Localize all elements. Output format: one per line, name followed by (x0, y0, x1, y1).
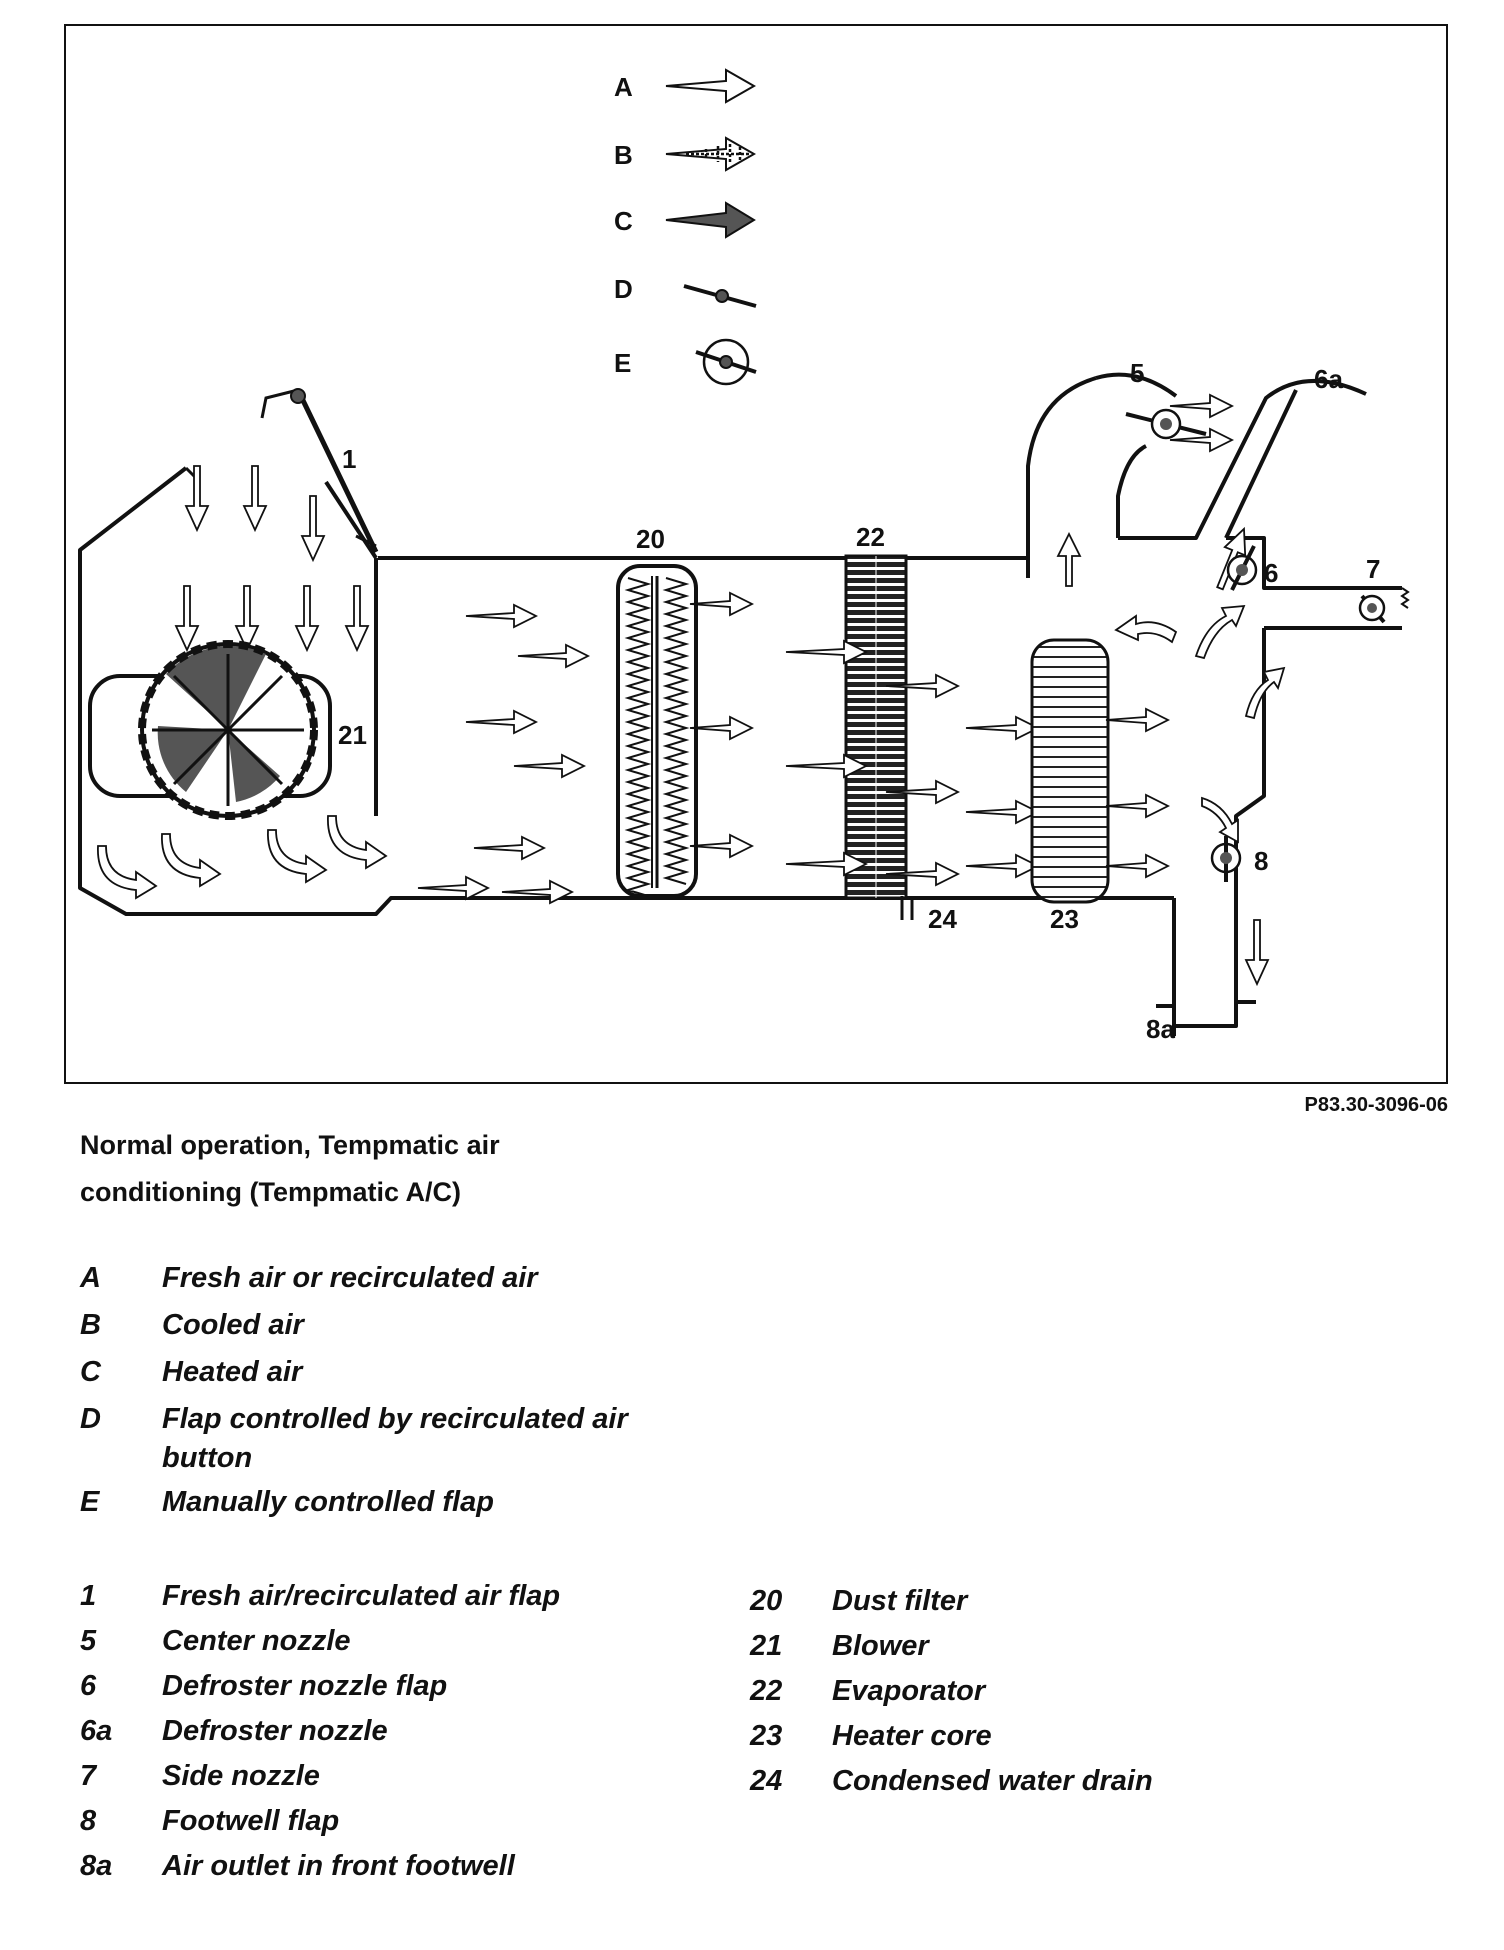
legend-item-key: B (80, 1309, 101, 1341)
legend-numbers-left: 1 Fresh air/recirculated air flap 5 Center … (80, 1574, 640, 1889)
legend-item: E Manually controlled flap (80, 1480, 720, 1525)
legend-item-key: 23 (750, 1720, 783, 1752)
legend-key-C: C (614, 206, 633, 236)
center-nozzle-5 (1125, 393, 1235, 453)
legend-item-key: 21 (750, 1630, 783, 1662)
label-20: 20 (636, 524, 665, 554)
label-5: 5 (1130, 358, 1144, 388)
legend-item: 22 Evaporator (750, 1669, 1390, 1714)
label-8: 8 (1254, 846, 1268, 876)
legend-item-key: 8 (80, 1805, 97, 1837)
legend-item: 8a Air outlet in front footwell (80, 1844, 640, 1889)
legend-item-key: 5 (80, 1625, 97, 1657)
legend-item: 8 Footwell flap (80, 1799, 640, 1844)
heated-air-arrows (1056, 526, 1286, 987)
cooled-air-arrows (785, 639, 1041, 887)
figure-code: P83.30-3096-06 (1304, 1094, 1448, 1116)
legend-item-text: Air outlet in front footwell (162, 1850, 515, 1882)
legend-item-text: Dust filter (832, 1585, 968, 1617)
legend-item: 1 Fresh air/recirculated air flap (80, 1574, 640, 1619)
legend-item: 24 Condensed water drain (750, 1759, 1390, 1804)
legend-item-text: Cooled air (162, 1309, 304, 1341)
flap-1 (260, 388, 379, 554)
label-22: 22 (856, 522, 885, 552)
legend-item-key: 6 (80, 1670, 97, 1702)
legend-key-B: B (614, 140, 633, 170)
legend-symbol-C (665, 201, 756, 239)
legend-item: 7 Side nozzle (80, 1754, 640, 1799)
legend-item: A Fresh air or recirculated air (80, 1256, 720, 1301)
blower-21 (88, 640, 332, 820)
channel-arrows (417, 603, 591, 905)
label-6a: 6a (1314, 364, 1343, 394)
label-23: 23 (1050, 904, 1079, 934)
dust-filter-20 (616, 564, 698, 898)
label-21: 21 (338, 720, 367, 750)
legend-item: 6a Defroster nozzle (80, 1709, 640, 1754)
legend-key-E: E (614, 348, 631, 378)
evaporator-22 (844, 554, 908, 900)
legend-item-text: Blower (832, 1630, 929, 1662)
legend-item-key: C (80, 1356, 101, 1388)
airflow-diagram-svg: A B C D E 1 5 6a 20 22 6 7 21 8 24 23 8a (78, 68, 1410, 1044)
housing-outline (78, 372, 1402, 1036)
legend-item-text: Evaporator (832, 1675, 986, 1707)
legend-item-text: Heated air (162, 1356, 303, 1388)
legend-item-text: Defroster nozzle flap (162, 1670, 448, 1702)
legend-item-text: Footwell flap (162, 1805, 340, 1837)
legend-item: D Flap controlled by recirculated air but… (80, 1397, 720, 1478)
legend-item-key: 7 (80, 1760, 97, 1792)
label-1: 1 (342, 444, 356, 474)
legend-item-key: E (80, 1486, 100, 1518)
airflow-diagram: A B C D E 1 5 6a 20 22 6 7 21 8 24 23 8a (64, 24, 1448, 1084)
legend-item: 21 Blower (750, 1624, 1390, 1669)
legend-item-key: 22 (750, 1675, 783, 1707)
legend-item-text: Fresh air or recirculated air (162, 1262, 538, 1294)
legend-item-text: Manually controlled flap (162, 1486, 494, 1518)
label-7: 7 (1366, 554, 1380, 584)
legend-item: 23 Heater core (750, 1714, 1390, 1759)
legend-item: 5 Center nozzle (80, 1619, 640, 1664)
legend-item: 20 Dust filter (750, 1579, 1390, 1624)
legend-item-text: Condensed water drain (832, 1765, 1153, 1797)
legend-numbers-right: 20 Dust filter 21 Blower 22 Evaporator 23 Heate… (750, 1579, 1390, 1804)
filter-arrows (689, 591, 755, 859)
legend-item: 6 Defroster nozzle flap (80, 1664, 640, 1709)
legend-symbol-D (683, 284, 757, 308)
legend-symbol-A (665, 68, 757, 104)
legend-item-key: 6a (80, 1715, 113, 1747)
label-24: 24 (928, 904, 957, 934)
legend-item-key: 20 (750, 1585, 783, 1617)
swirl-arrows (97, 815, 388, 900)
legend-item: B Cooled air (80, 1303, 720, 1348)
legend-item-text: Flap controlled by recirculated air butt… (162, 1403, 628, 1474)
side-nozzle-7 (1358, 587, 1410, 624)
legend-item-key: D (80, 1403, 101, 1435)
water-drain-24 (900, 896, 914, 920)
legend-item-text: Fresh air/recirculated air flap (162, 1580, 561, 1612)
intake-arrows (174, 465, 370, 653)
legend-item-text: Side nozzle (162, 1760, 320, 1792)
legend-key-D: D (614, 274, 633, 304)
legend-key-A: A (614, 72, 633, 102)
label-8a: 8a (1146, 1014, 1175, 1044)
figure-caption: Normal operation, Tempmatic air conditio… (80, 1130, 500, 1207)
legend-symbol-E (695, 338, 757, 386)
defroster-flap-6 (1226, 545, 1258, 591)
legend-item-key: 1 (80, 1580, 97, 1612)
label-6: 6 (1264, 558, 1278, 588)
footwell-flap-8 (1210, 836, 1242, 882)
legend-symbol-B (665, 136, 757, 172)
legend-item-key: 8a (80, 1850, 113, 1882)
legend-item-text: Heater core (832, 1720, 992, 1752)
legend-item-key: A (80, 1262, 101, 1294)
legend-item: C Heated air (80, 1350, 720, 1395)
legend-item-key: 24 (750, 1765, 783, 1797)
heater-core-23 (1030, 638, 1110, 904)
legend-item-text: Center nozzle (162, 1625, 351, 1657)
legend-item-text: Defroster nozzle (162, 1715, 388, 1747)
